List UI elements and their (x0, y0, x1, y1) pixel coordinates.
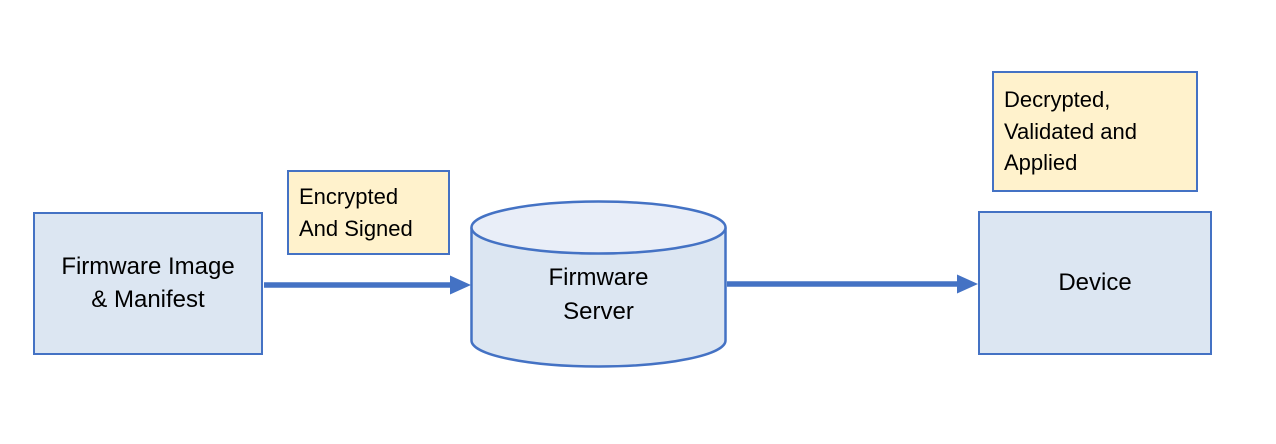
arrow-source-to-server (264, 275, 471, 295)
arrow-head-icon (957, 274, 978, 294)
annotation-encrypted-and-signed: Encrypted And Signed (287, 170, 450, 255)
cylinder-top (470, 200, 727, 255)
arrow-head-icon (450, 275, 471, 295)
cylinder-body (470, 227, 727, 368)
database-cylinder-icon (470, 200, 727, 368)
arrow-server-to-device (727, 274, 978, 294)
firmware-server-label: Firmware Server (548, 264, 649, 325)
annotation-decrypted-validated-applied: Decrypted, Validated and Applied (992, 71, 1198, 192)
node-device: Device (978, 211, 1212, 355)
node-firmware-server: Firmware Server (470, 200, 727, 368)
node-firmware-image-manifest: Firmware Image & Manifest (33, 212, 263, 355)
